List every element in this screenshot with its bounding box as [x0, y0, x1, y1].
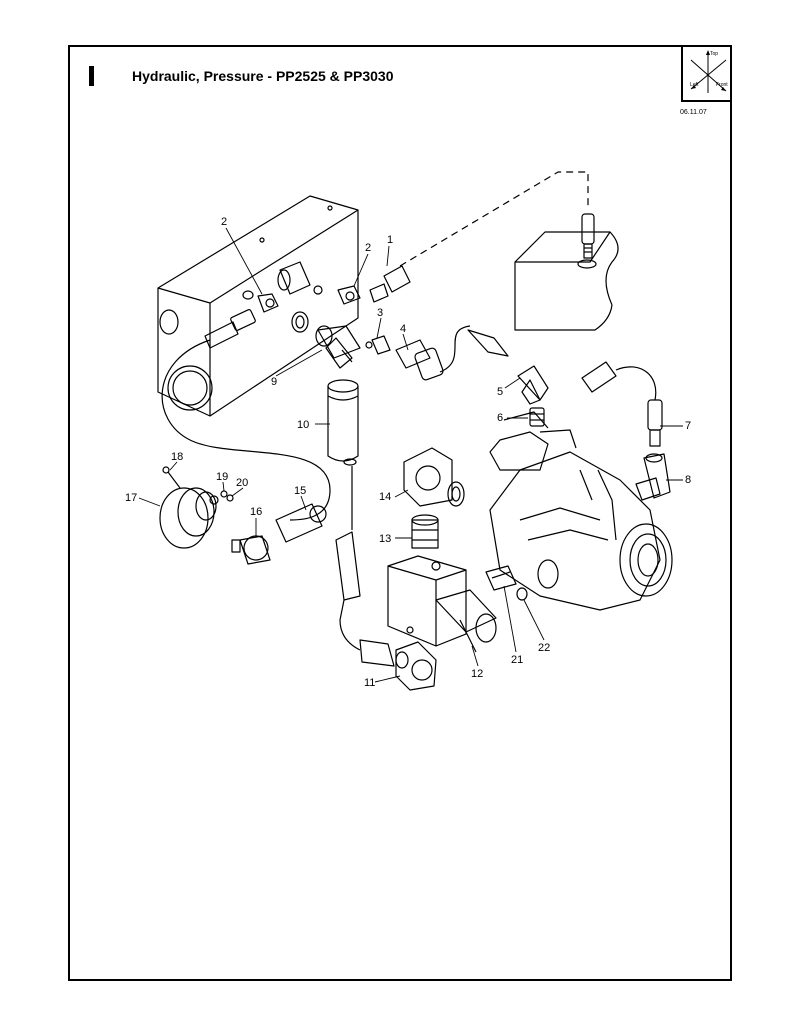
callout-15: 15: [294, 485, 306, 497]
item-18-bolt: [162, 466, 181, 489]
item-22-ring: [516, 587, 528, 601]
callout-6: 6: [497, 412, 503, 424]
callout-3: 3: [377, 307, 383, 319]
item-21-screw: [485, 565, 517, 591]
callout-12: 12: [471, 668, 483, 680]
page-title: Hydraulic, Pressure - PP2525 & PP3030: [132, 68, 394, 84]
callout-1: 1: [387, 234, 393, 246]
item-2-fitting-right: [277, 261, 361, 305]
item-17-flange: [159, 487, 219, 549]
callout-14: 14: [379, 491, 391, 503]
page-frame: [68, 45, 732, 981]
item-11-elbow: [335, 531, 437, 691]
callout-17: 17: [125, 492, 137, 504]
callout-20: 20: [236, 477, 248, 489]
callout-2-right: 2: [365, 242, 371, 254]
item-10-filter-tube: [327, 379, 359, 466]
callout-2-left: 2: [221, 216, 227, 228]
callout-11: 11: [364, 677, 375, 689]
compass-front-label: Front: [716, 82, 728, 88]
callout-16: 16: [250, 506, 262, 518]
callout-18: 18: [171, 451, 183, 463]
hydraulic-pump-drawing: [489, 411, 673, 611]
section-marker-bar: [89, 66, 94, 86]
callout-21: 21: [511, 654, 523, 666]
item-12-valve-block: [387, 555, 497, 653]
item-15-fitting: [275, 503, 327, 543]
item-3-fitting: [365, 335, 391, 355]
item-16-elbow: [231, 535, 271, 565]
item-13-fitting: [411, 514, 439, 549]
item-8-elbow: [635, 453, 671, 501]
callout-8: 8: [685, 474, 691, 486]
tank-top-drawing: [514, 213, 619, 331]
callout-9: 9: [271, 376, 277, 388]
item-1-adapter: [369, 265, 411, 303]
callout-10: 10: [297, 419, 309, 431]
callout-19: 19: [216, 471, 228, 483]
compass-top-label: Top: [710, 51, 718, 57]
callout-4: 4: [400, 323, 406, 335]
revision-date: 06.11.07: [680, 109, 707, 116]
item-14-elbow-flange: [403, 447, 465, 507]
item-19-20-washer-nut: [220, 490, 234, 502]
callout-22: 22: [538, 642, 550, 654]
item-5-elbow: [517, 365, 549, 405]
item-6-nipple: [529, 407, 545, 427]
orientation-compass-icon: Top Left Front: [681, 45, 732, 102]
compass-left-label: Left: [690, 82, 699, 88]
pressure-hose-loop: [161, 339, 331, 521]
item-2-fitting-left: [204, 293, 279, 349]
dashed-return-line: [399, 171, 589, 267]
callout-7: 7: [685, 420, 691, 432]
item-7-hose-end: [581, 361, 663, 447]
callout-5: 5: [497, 386, 503, 398]
callout-13: 13: [379, 533, 391, 545]
callout-leaders: [138, 227, 683, 683]
item-4-adapter: [395, 339, 444, 381]
hose-4-5: [439, 325, 471, 373]
item-9-fitting: [291, 311, 361, 369]
manifold-block-drawing: [157, 195, 359, 417]
